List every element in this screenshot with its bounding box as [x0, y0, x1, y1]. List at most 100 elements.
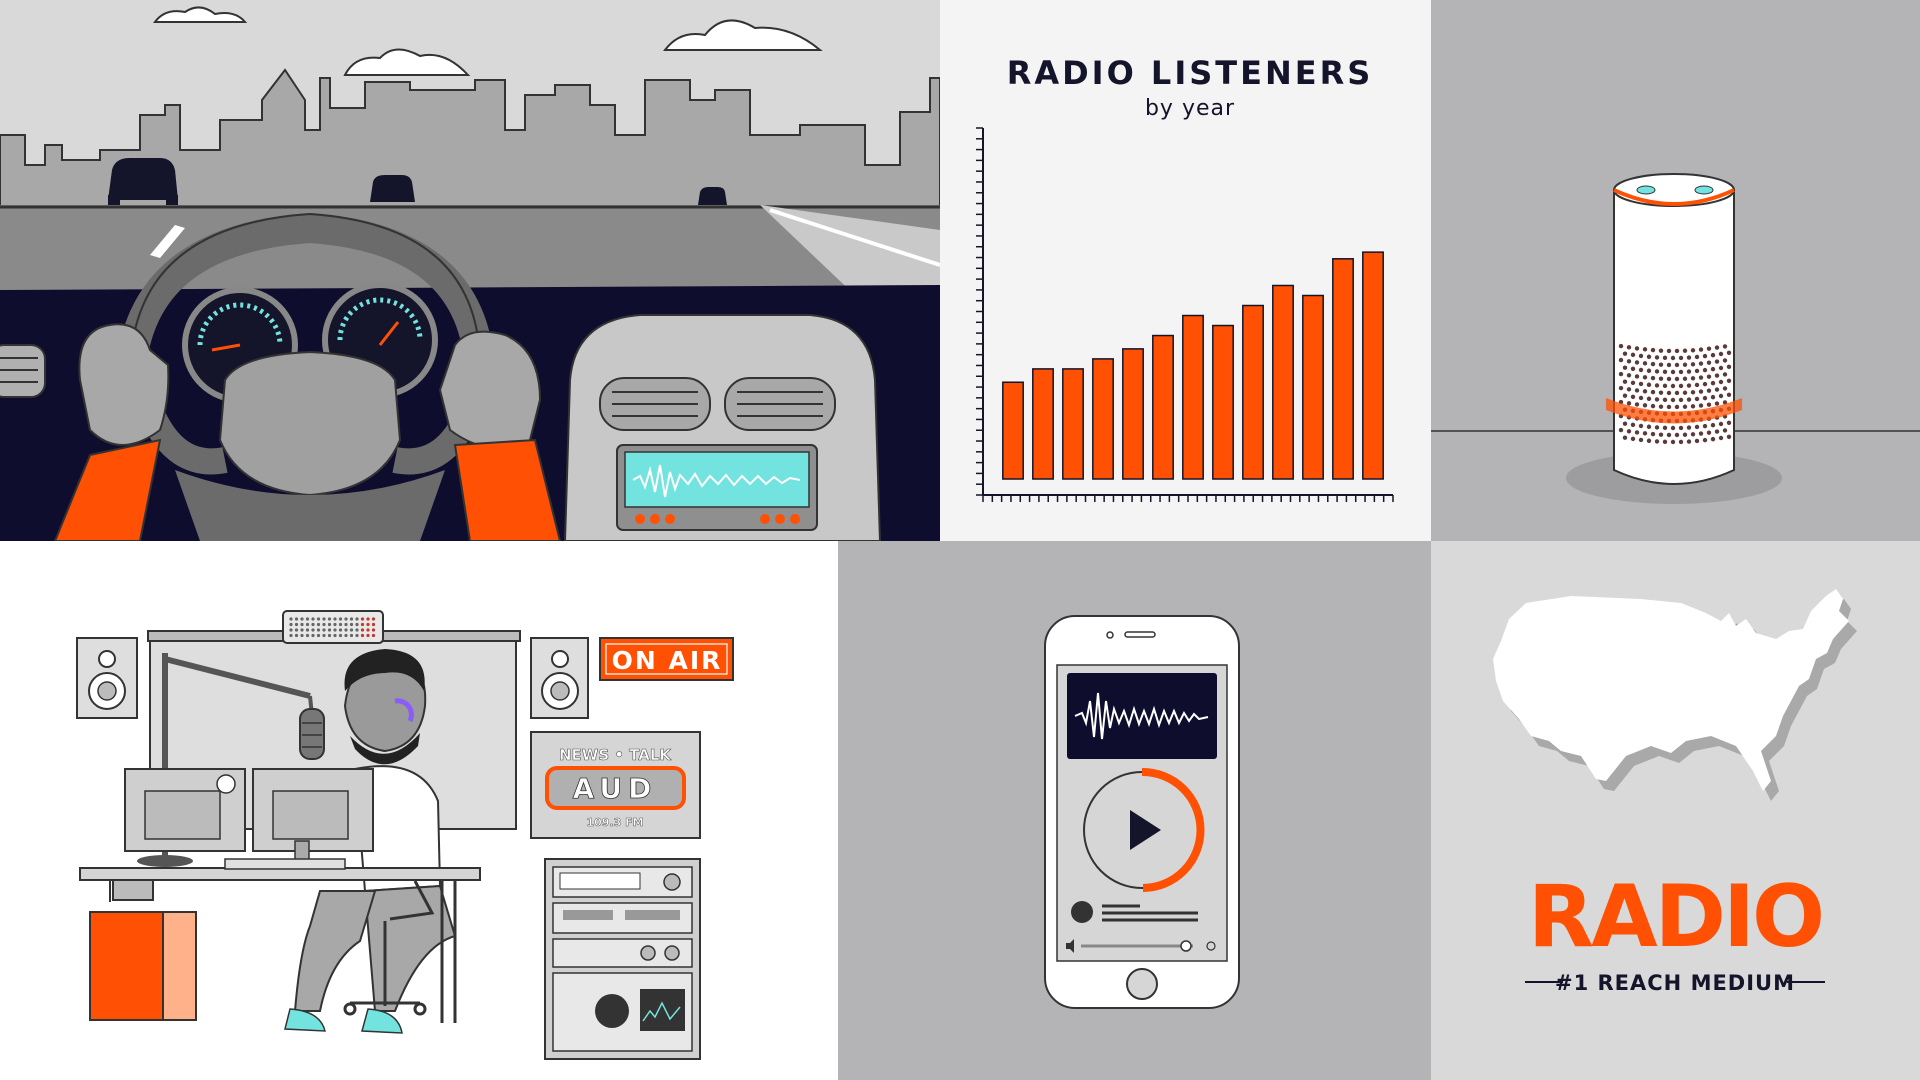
- studio-speaker-right: [530, 637, 589, 719]
- grille-dot: [1698, 389, 1704, 394]
- grille-dot: [1634, 430, 1640, 435]
- volume-slider-handle[interactable]: [1180, 940, 1192, 952]
- grille-dot: [1678, 383, 1684, 389]
- grille-dot: [1630, 422, 1636, 428]
- cloud: [153, 6, 248, 23]
- led-dot: [316, 622, 321, 627]
- led-strip: [289, 617, 376, 638]
- grille-dot: [1674, 376, 1680, 382]
- grille-dot: [1618, 371, 1624, 377]
- grille-dot: [1714, 373, 1720, 378]
- grille-dot: [1618, 357, 1624, 363]
- grille-dot: [1702, 423, 1708, 429]
- led-dot: [289, 617, 293, 621]
- led-dot: [333, 617, 337, 621]
- led-dot: [355, 622, 359, 627]
- grille-dot: [1726, 420, 1732, 425]
- led-dot: [300, 633, 304, 638]
- led-dot: [360, 633, 365, 638]
- led-dot: [300, 617, 304, 621]
- car-silhouette: [108, 158, 178, 205]
- grille-dot: [1650, 389, 1656, 395]
- led-dot: [333, 622, 337, 627]
- grille-dot: [1650, 431, 1656, 437]
- grille-dot: [1650, 375, 1656, 381]
- grille-dot: [1618, 343, 1624, 349]
- led-dot: [349, 622, 354, 627]
- led-dot: [344, 622, 348, 627]
- station-name: AUD: [573, 772, 658, 805]
- grille-dot: [1690, 376, 1696, 381]
- led-dot: [360, 617, 365, 621]
- home-button[interactable]: [1126, 968, 1158, 1000]
- led-dot: [322, 617, 326, 621]
- grille-dot: [1718, 421, 1724, 427]
- desk: [79, 867, 481, 881]
- grille-dot: [1698, 403, 1704, 408]
- grille-dot: [1670, 425, 1676, 431]
- grille-dot: [1718, 393, 1724, 399]
- grille-dot: [1710, 422, 1716, 428]
- grille-dot: [1630, 380, 1636, 386]
- grille-dot: [1622, 435, 1628, 440]
- grille-dot: [1698, 375, 1704, 380]
- computer-monitors: [124, 768, 374, 872]
- grille-dot: [1678, 397, 1684, 403]
- grille-dot: [1726, 350, 1732, 355]
- grille-dot: [1706, 374, 1712, 379]
- grille-dot: [1626, 387, 1632, 392]
- radio-brand-illustration: RADIO #1 REACH MEDIUM: [1493, 589, 1857, 995]
- grille-dot: [1694, 368, 1700, 374]
- led-dot: [333, 628, 337, 632]
- grille-dot: [1634, 346, 1640, 351]
- grille-dot: [1722, 344, 1728, 349]
- grille-dot: [1718, 365, 1724, 371]
- cloud: [343, 48, 471, 76]
- grille-dot: [1674, 348, 1680, 354]
- led-dot: [327, 622, 332, 627]
- grille-dot: [1662, 369, 1668, 375]
- radio-host: [284, 649, 457, 1034]
- grille-dot: [1646, 354, 1652, 359]
- led-dot: [311, 628, 315, 632]
- led-dot: [371, 617, 376, 621]
- grille-dot: [1654, 425, 1660, 430]
- grille-dot: [1638, 381, 1644, 387]
- led-dot: [322, 622, 326, 627]
- grille-dot: [1698, 361, 1704, 366]
- radio-studio-panel: ON AIR NEWS • TALK AUD 109.3 FM: [0, 541, 838, 1080]
- grille-dot: [1702, 367, 1708, 373]
- grille-dot: [1698, 431, 1704, 436]
- grille-dot: [1642, 347, 1648, 352]
- led-dot: [294, 633, 299, 638]
- led-dot: [349, 633, 354, 638]
- left-hand: [53, 323, 170, 541]
- led-dot: [349, 617, 354, 621]
- led-dot: [371, 628, 376, 632]
- city-skyline: [0, 68, 940, 211]
- led-dot: [322, 628, 326, 632]
- led-dot: [289, 633, 293, 638]
- grille-dot: [1626, 401, 1632, 406]
- bar: [1272, 284, 1294, 480]
- grille-dot: [1678, 369, 1684, 375]
- led-dot: [327, 633, 332, 638]
- grille-dot: [1654, 383, 1660, 388]
- grille-dot: [1666, 348, 1672, 354]
- bar: [1092, 358, 1114, 480]
- grille-dot: [1662, 439, 1668, 445]
- grille-dot: [1686, 425, 1692, 430]
- grille-dot: [1686, 397, 1692, 402]
- grille-dot: [1658, 404, 1664, 409]
- grille-dot: [1722, 400, 1728, 405]
- led-dot: [338, 628, 343, 632]
- grille-dot: [1674, 432, 1680, 438]
- play-icon[interactable]: [1130, 810, 1161, 850]
- grille-dot: [1638, 367, 1644, 373]
- led-dot: [300, 628, 304, 632]
- led-dot: [316, 633, 321, 638]
- grille-dot: [1654, 369, 1660, 374]
- grille-dot: [1634, 402, 1640, 407]
- led-dot: [360, 628, 365, 632]
- grille-dot: [1646, 368, 1652, 373]
